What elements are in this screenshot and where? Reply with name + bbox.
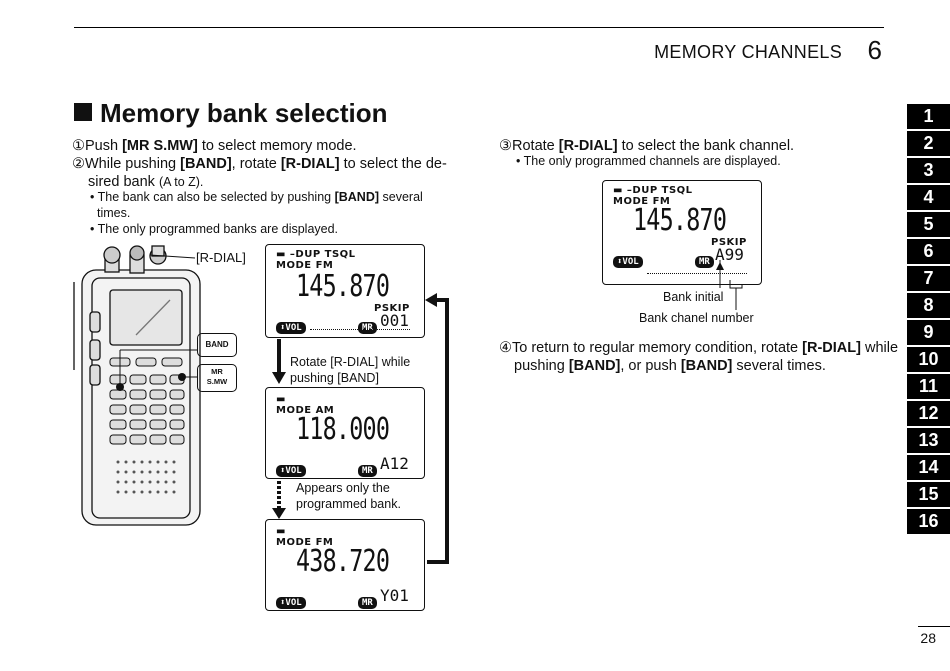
chapter-tab-16[interactable]: 16 xyxy=(907,509,950,534)
rdial-label: [R-DIAL] xyxy=(196,250,246,265)
lcd-display-4: ▬ –DUP TSQL MODE FM 145.870 PSKIP ⬍VOL M… xyxy=(602,180,762,285)
page-number: 28 xyxy=(920,630,936,646)
chapter-tab-13[interactable]: 13 xyxy=(907,428,950,453)
appears-note-1: Appears only the xyxy=(296,481,390,495)
chapter-tab-14[interactable]: 14 xyxy=(907,455,950,480)
appears-note-2: programmed bank. xyxy=(296,497,401,511)
chapter-tab-2[interactable]: 2 xyxy=(907,131,950,156)
chapter-tab-9[interactable]: 9 xyxy=(907,320,950,345)
step-3-bullet: • The only programmed channels are displ… xyxy=(516,154,781,168)
chapter-tab-6[interactable]: 6 xyxy=(907,239,950,264)
footer-rule xyxy=(918,626,950,627)
chapter-tab-15[interactable]: 15 xyxy=(907,482,950,507)
page-title: Memory bank selection xyxy=(74,98,388,129)
chapter-tab-7[interactable]: 7 xyxy=(907,266,950,291)
header-rule xyxy=(74,27,884,28)
rotate-note-1: Rotate [R-DIAL] while xyxy=(290,355,411,369)
bullet-1-cont: times. xyxy=(97,206,131,220)
lcd-display-3: ▬ MODE FM 438.720 ⬍VOL MR Y01 xyxy=(265,519,425,611)
lcd-display-2: ▬ MODE AM 118.000 ⬍VOL MR A12 xyxy=(265,387,425,479)
lcd-display-1: ▬ –DUP TSQL MODE FM 145.870 PSKIP ⬍VOL M… xyxy=(265,244,425,338)
step-4: ④To return to regular memory condition, … xyxy=(499,340,899,356)
bank-initial-label: Bank initial xyxy=(663,290,724,304)
chapter-tab-8[interactable]: 8 xyxy=(907,293,950,318)
bullet-2: • The only programmed banks are displaye… xyxy=(90,222,339,236)
chapter-tab-12[interactable]: 12 xyxy=(907,401,950,426)
step-4-cont: pushing [BAND], or push [BAND] several t… xyxy=(514,358,826,374)
square-bullet-icon xyxy=(74,103,92,121)
chapter-tab-1[interactable]: 1 xyxy=(907,104,950,129)
band-key-callout: BAND xyxy=(197,333,237,357)
bank-channel-label: Bank chanel number xyxy=(639,311,754,325)
chapter-tab-3[interactable]: 3 xyxy=(907,158,950,183)
step-2-cont: sired bank (A to Z). xyxy=(88,174,204,190)
bullet-1: • The bank can also be selected by pushi… xyxy=(90,190,423,204)
step-2: ②While pushing [BAND], rotate [R-DIAL] t… xyxy=(72,156,447,172)
chapter-tab-4[interactable]: 4 xyxy=(907,185,950,210)
step-1: ①Push [MR S.MW] to select memory mode. xyxy=(72,138,357,154)
radio-illustration xyxy=(73,245,201,526)
bank-callout-lines xyxy=(716,260,743,310)
rotate-note-2: pushing [BAND] xyxy=(290,371,379,385)
chapter-number: 6 xyxy=(867,35,882,65)
chapter-tab-10[interactable]: 10 xyxy=(907,347,950,372)
chapter-tab-11[interactable]: 11 xyxy=(907,374,950,399)
flow-arrows xyxy=(272,339,286,519)
section-title: MEMORY CHANNELS xyxy=(654,42,842,62)
step-3: ③Rotate [R-DIAL] to select the bank chan… xyxy=(499,138,795,154)
chapter-tab-5[interactable]: 5 xyxy=(907,212,950,237)
return-arrow xyxy=(425,293,449,564)
